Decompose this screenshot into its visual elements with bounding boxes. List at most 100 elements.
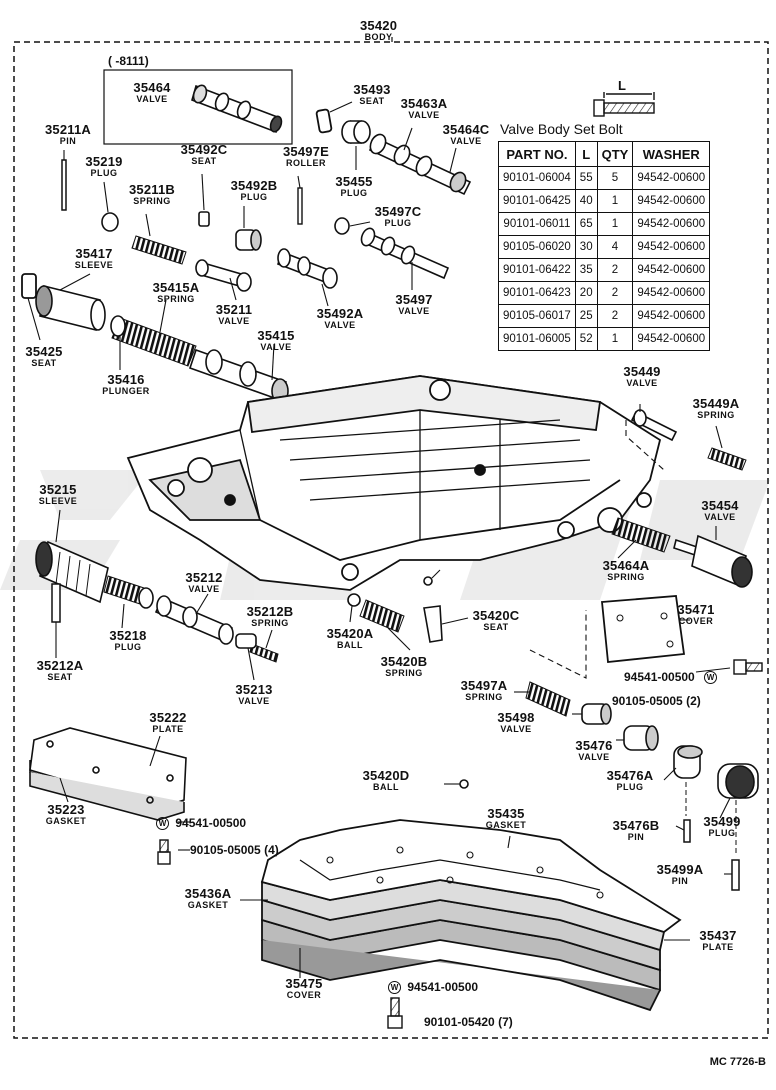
qty-cell: 1 — [596, 212, 634, 236]
washer-bottom-label: 94541-00500 — [407, 980, 479, 994]
seat-35425-drawing — [21, 273, 37, 299]
ball-35420a-drawing — [347, 593, 361, 607]
part-number: 35497E — [282, 144, 330, 159]
valve-35464-drawing — [191, 84, 283, 134]
part-number: 35498 — [497, 710, 535, 725]
part-name: ROLLER — [286, 158, 326, 168]
washer-cell: 94542-00600 — [632, 304, 711, 328]
washer-cell: 94542-00600 — [632, 281, 711, 305]
seat-35493-drawing — [315, 108, 333, 134]
body-number: 35420 — [360, 18, 398, 33]
part-name: VALVE — [704, 512, 736, 522]
part-number: 35211A — [44, 122, 92, 137]
part-name: PLUG — [384, 218, 412, 228]
sleeve-35417-drawing — [35, 285, 106, 331]
part-no-cell: 90101-06005 — [498, 327, 576, 351]
part-name: SEAT — [483, 622, 509, 632]
plunger-35416-drawing — [110, 315, 126, 337]
serial-note: ( -8111) — [108, 54, 149, 68]
part-number: 35219 — [85, 154, 123, 169]
part-number: 35492C — [180, 142, 228, 157]
bolt-cover-note: 90105-05005 (2) — [612, 694, 701, 708]
qty-cell: 1 — [596, 189, 634, 213]
part-name: VALVE — [398, 306, 430, 316]
part-name: PLUG — [114, 642, 142, 652]
spring-35449a-drawing — [707, 447, 747, 471]
washer-cell: 94542-00600 — [632, 166, 711, 190]
qty-cell: 2 — [596, 258, 634, 282]
washer-icon: W — [388, 981, 401, 995]
part-no-cell: 90101-06004 — [498, 166, 576, 190]
length-cell: 65 — [574, 212, 598, 236]
part-number: 35212A — [36, 658, 84, 673]
part-number: 35420B — [380, 654, 428, 669]
plate-35222-drawing — [29, 727, 187, 821]
part-number: 35454 — [701, 498, 739, 513]
part-name: VALVE — [324, 320, 356, 330]
part-number: 35475 — [285, 976, 323, 991]
length-cell: 25 — [574, 304, 598, 328]
part-name: PLATE — [152, 724, 184, 734]
part-name: VALVE — [188, 584, 220, 594]
pin-35211a-drawing — [61, 159, 67, 211]
part-name: GASKET — [187, 900, 229, 910]
part-number: 35425 — [25, 344, 63, 359]
valve-35497-drawing — [360, 227, 450, 280]
bolt-bottom-drawing — [387, 997, 403, 1029]
part-name: SPRING — [697, 410, 735, 420]
bolt-plate-note: 90105-05005 (4) — [190, 843, 279, 857]
washer-cover-note: 94541-00500 W — [624, 670, 720, 685]
part-name: VALVE — [260, 342, 292, 352]
part-name: SLEEVE — [74, 260, 114, 270]
cover-35471-drawing — [601, 595, 686, 663]
col-qty: QTY — [596, 141, 634, 167]
part-number: 35499 — [703, 814, 741, 829]
spring-35497a-drawing — [525, 681, 571, 717]
bolt-cover-drawing — [733, 659, 763, 675]
part-number: 35436A — [184, 886, 232, 901]
part-number: 35415 — [257, 328, 295, 343]
valve-35213-drawing — [235, 633, 257, 649]
part-name: BALL — [373, 782, 399, 792]
ball-35477d-drawing — [423, 576, 433, 586]
part-name: SPRING — [157, 294, 195, 304]
part-name: SLEEVE — [38, 496, 78, 506]
valve-35476-drawing — [623, 725, 659, 751]
col-washer: WASHER — [632, 141, 711, 167]
valve-35463a-drawing — [368, 133, 472, 196]
valve-body-casting — [126, 375, 662, 591]
washer-bottom-note: W 94541-00500 — [388, 980, 479, 995]
part-name: PLUG — [616, 782, 644, 792]
part-name: VALVE — [136, 94, 168, 104]
part-no-cell: 90101-06422 — [498, 258, 576, 282]
part-name: PLUG — [708, 828, 736, 838]
part-number: 35493 — [353, 82, 391, 97]
length-cell: 55 — [574, 166, 598, 190]
col-length: L — [574, 141, 598, 167]
part-number: 35476B — [612, 818, 660, 833]
part-number: 35463A — [400, 96, 448, 111]
col-part-no: PART NO. — [498, 141, 576, 167]
washer-icon: W — [704, 671, 718, 685]
part-name: VALVE — [578, 752, 610, 762]
part-name: PIN — [627, 832, 645, 842]
